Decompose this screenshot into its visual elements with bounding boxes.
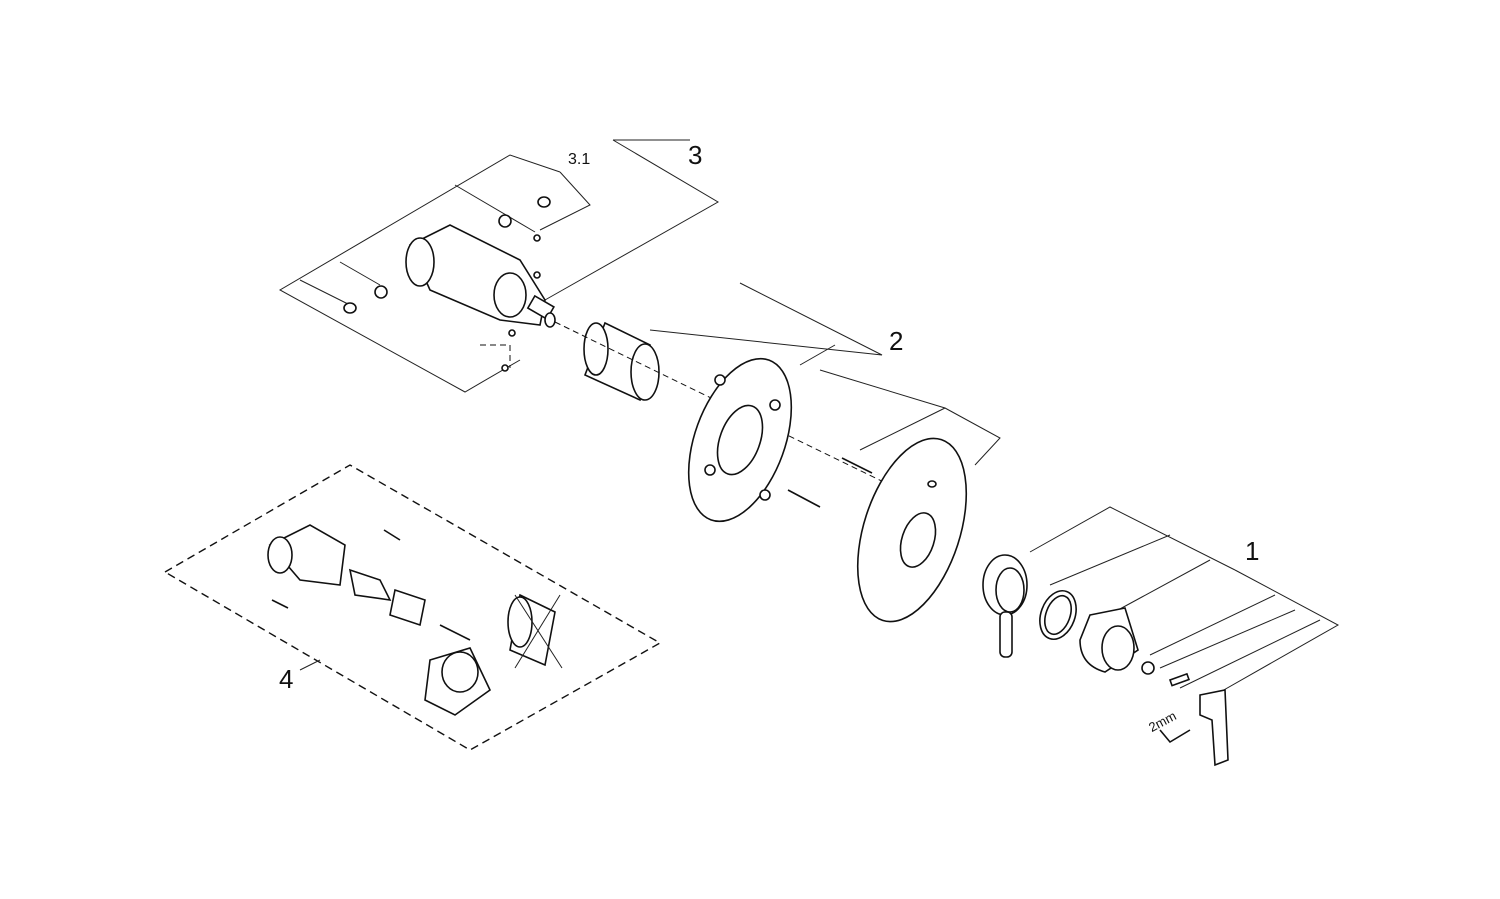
label-item-3-1: 3.1 <box>568 151 591 168</box>
escutcheon-plate <box>856 437 968 623</box>
label-item-1: 1 <box>1245 536 1260 566</box>
label-item-4: 4 <box>279 664 294 694</box>
label-item-2: 2 <box>889 326 904 356</box>
leader-lines-group-2 <box>649 282 1001 466</box>
handle-assembly <box>982 554 1229 767</box>
mounting-screws <box>787 457 873 508</box>
sleeve <box>554 321 901 491</box>
spare-parts-box <box>163 464 662 751</box>
leader-lines-group-3 <box>278 139 719 393</box>
label-item-3: 3 <box>688 140 703 170</box>
mounting-plate <box>687 357 793 523</box>
leader-lines-group-1 <box>1029 506 1340 696</box>
valve-body <box>343 196 556 372</box>
